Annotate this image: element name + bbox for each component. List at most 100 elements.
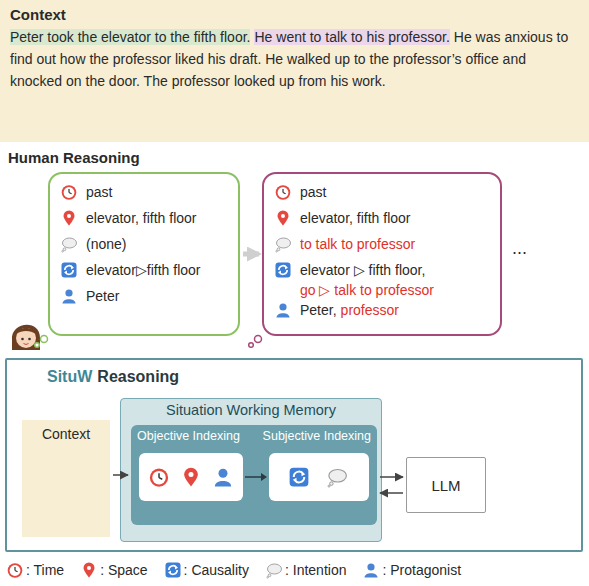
drawn-part <box>67 214 71 218</box>
drawn-part <box>278 271 281 275</box>
slot-values: elevator, fifth floor <box>86 208 197 228</box>
slot-values: elevator, fifth floor <box>300 208 411 228</box>
eye <box>28 338 31 341</box>
drawn-part <box>285 266 288 270</box>
drawn-part <box>329 470 347 483</box>
legend: : Time : Space : Causality : Intention : Pro… <box>6 561 461 579</box>
fringe <box>16 328 36 334</box>
drawn-part <box>65 289 72 296</box>
slot-value: elevator ▷ fifth floor, <box>300 260 434 280</box>
drawn-part <box>69 193 72 194</box>
clock-icon <box>62 185 77 200</box>
legend-text: : Causality <box>184 562 249 578</box>
drawn-part <box>62 185 77 200</box>
drawn-part <box>158 473 160 477</box>
drawn-part <box>165 563 180 578</box>
legend-text: : Space <box>100 562 147 578</box>
drawn-part <box>150 469 168 487</box>
hair <box>12 325 40 350</box>
drawn-part <box>215 481 231 486</box>
node-box: Context Objective Indexing Subjective Inde… <box>5 358 583 552</box>
person-icon <box>215 469 231 487</box>
cycle-icon <box>290 468 309 487</box>
context-body: Peter took the elevator to the fifth flo… <box>10 26 579 92</box>
drawn-part <box>64 187 75 198</box>
slot-icon <box>60 287 78 305</box>
drawn-part <box>189 472 194 477</box>
pin-icon <box>278 211 289 226</box>
legend-icon <box>164 561 182 579</box>
drawn-part <box>175 566 178 570</box>
legend-item: : Time <box>6 561 64 579</box>
thought-dot <box>249 343 254 348</box>
node-box: pastelevator, fifth floorto talk to prof… <box>262 172 502 336</box>
legend-text: : Protagonist <box>382 562 461 578</box>
slot-value: (none) <box>86 236 126 252</box>
slot-row: elevator, fifth floor <box>60 208 230 234</box>
node-box: ContextPeter took the elevator to the fi… <box>0 0 589 142</box>
thought-dot <box>41 336 48 343</box>
person-icon <box>277 303 290 317</box>
slot-value: Peter, <box>300 302 337 318</box>
drawn-part <box>64 211 75 226</box>
drawn-part <box>267 577 269 579</box>
free-label: Human Reasoning <box>8 149 140 166</box>
drawn-part <box>68 189 69 193</box>
connector <box>243 252 259 257</box>
slot-row: elevator ▷ fifth floor,go ▷ talk to prof… <box>274 260 492 300</box>
person-icon <box>63 289 76 303</box>
thought-dot <box>255 336 262 343</box>
slot-value: elevator, fifth floor <box>86 210 197 226</box>
band-label: Subjective Indexing <box>263 429 371 443</box>
heading-row: SituWReasoning <box>47 368 573 386</box>
legend-item: : Causality <box>164 561 249 579</box>
band-label: Objective Indexing <box>137 429 240 443</box>
bubble-icon <box>62 238 77 252</box>
slot-icon <box>60 183 78 201</box>
node-box: past elevator, fifth floor (none) elevator▷… <box>48 172 240 336</box>
pin-icon <box>84 563 95 578</box>
slot-value: elevator▷fifth floor <box>86 262 201 278</box>
drawn-part <box>62 263 77 278</box>
face <box>16 328 36 348</box>
thought-dot <box>35 343 40 348</box>
drawn-part <box>276 263 291 278</box>
context-sentence: Peter took the elevator to the fifth flo… <box>10 29 250 45</box>
slot-values: to talk to professor <box>300 234 415 254</box>
connector <box>113 474 128 476</box>
drawn-part <box>62 251 64 253</box>
bubble-icon <box>267 564 282 578</box>
slot-values: past <box>86 182 112 202</box>
slot-value: professor <box>341 302 399 318</box>
legend-text: : Intention <box>285 562 347 578</box>
legend-text: : Time <box>26 562 64 578</box>
slot-icon <box>274 235 292 253</box>
legend-item: : Intention <box>265 561 347 579</box>
drawn-part <box>293 478 297 483</box>
slot-value: elevator, fifth floor <box>300 210 411 226</box>
drawn-part <box>279 303 286 310</box>
drawn-part <box>152 471 166 485</box>
slot-values: (none) <box>86 234 126 254</box>
node-box: Objective IndexingSubjective IndexingSit… <box>120 398 382 542</box>
objective-slot <box>139 453 243 501</box>
drawn-part <box>159 478 162 480</box>
node-box: Context <box>22 420 110 537</box>
eye <box>21 338 24 341</box>
slot-icon <box>274 301 292 319</box>
slot-values: elevator▷fifth floor <box>86 260 201 280</box>
drawn-part <box>282 189 283 193</box>
slot-icon <box>274 183 292 201</box>
legend-icon <box>265 561 283 579</box>
heading: Context <box>10 6 579 23</box>
drawn-part <box>63 238 77 248</box>
band-headings: Objective Indexing Subjective Indexing <box>137 429 371 443</box>
drawn-part <box>302 472 306 477</box>
clock-icon <box>8 563 23 578</box>
drawn-part <box>8 563 23 578</box>
drawn-part <box>219 469 228 478</box>
pin-icon <box>184 468 198 487</box>
drawn-part <box>63 299 76 303</box>
slot-value: past <box>86 184 112 200</box>
legend-item: : Space <box>80 561 147 579</box>
